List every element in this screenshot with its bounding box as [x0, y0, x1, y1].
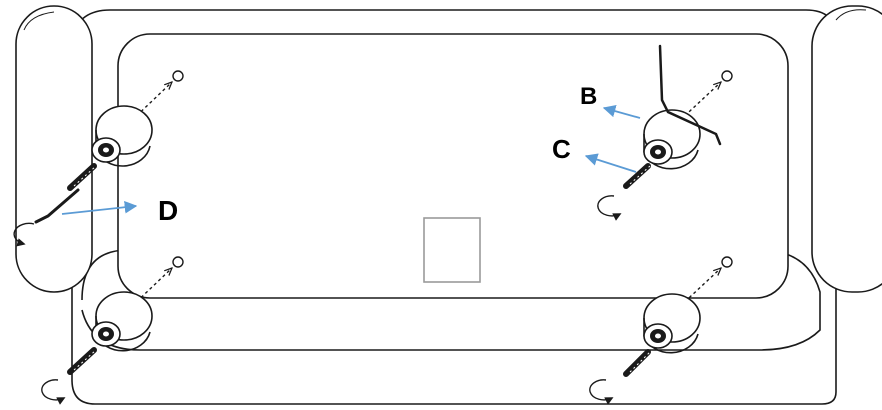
bottom-panel	[117, 33, 789, 299]
callout-arrow-b	[602, 104, 641, 119]
insertion-lines	[127, 82, 721, 311]
callout-label-d: D	[158, 195, 178, 226]
mounting-hole	[721, 70, 733, 82]
screw	[67, 163, 97, 191]
screws	[67, 163, 651, 377]
hex-key-left	[34, 188, 80, 224]
foot-bottom-left	[91, 291, 153, 352]
rotation-arrow	[589, 379, 614, 405]
sofa-seat-band	[81, 249, 821, 351]
rotation-arrow	[41, 379, 66, 405]
hex-key-right	[658, 44, 722, 146]
insertion-line	[675, 82, 721, 125]
foot-bottom-right	[643, 293, 701, 354]
mounting-hole	[172, 70, 184, 82]
rotation-arrow	[13, 222, 35, 247]
sofa-back-outline	[71, 9, 837, 405]
mounting-holes	[172, 70, 733, 268]
right-armrest	[811, 5, 882, 293]
insertion-line	[675, 268, 721, 311]
callout-arrows	[61, 104, 641, 215]
foot-top-right	[643, 109, 701, 170]
insertion-line	[127, 268, 172, 311]
callout-arrow-d	[61, 200, 138, 215]
foot-top-left	[91, 105, 153, 167]
insertion-line	[127, 82, 172, 125]
rotation-arrow	[597, 195, 622, 221]
label-plate	[423, 217, 481, 283]
callout-label-c: C	[552, 134, 571, 164]
mounting-hole	[172, 256, 184, 268]
callout-label-b: B	[580, 83, 597, 110]
left-armrest	[15, 5, 93, 293]
screw	[67, 347, 97, 375]
mounting-hole	[721, 256, 733, 268]
screw	[623, 349, 651, 377]
rotation-arrows	[13, 195, 622, 405]
sofa-frame	[71, 9, 837, 405]
screw	[623, 163, 651, 189]
callout-arrow-c	[584, 153, 637, 173]
